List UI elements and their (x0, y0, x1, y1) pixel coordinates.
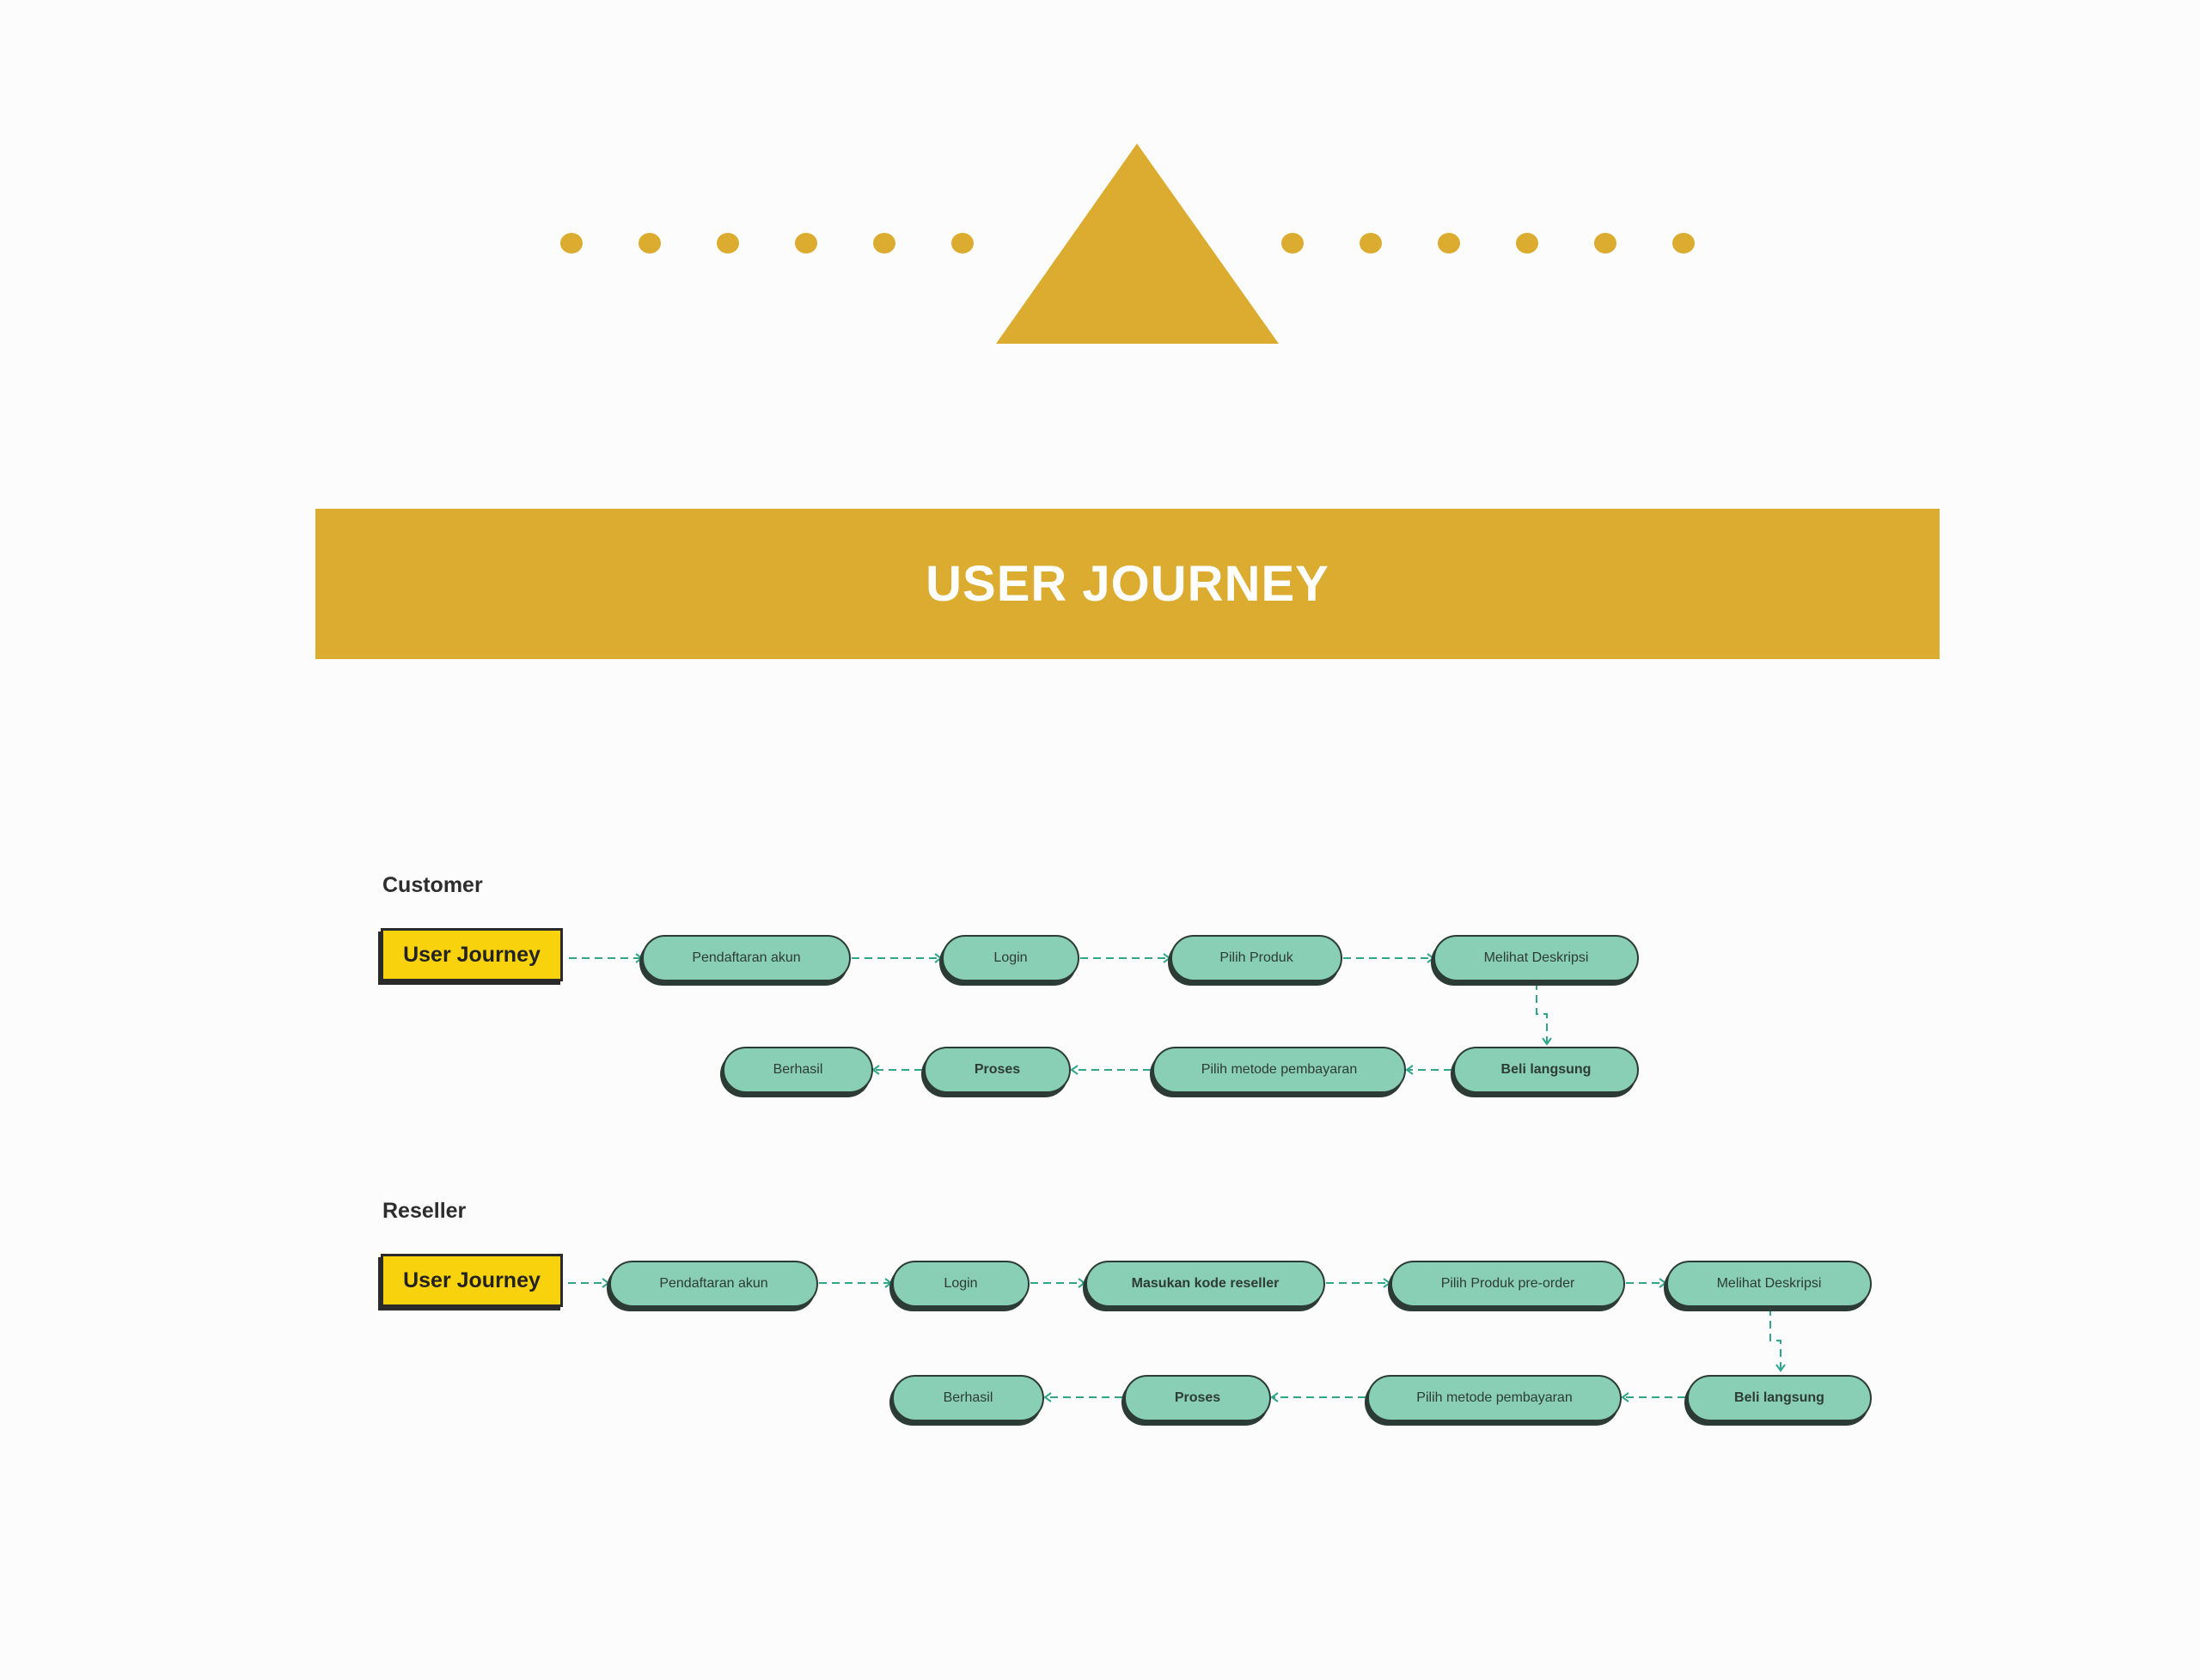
page-title: USER JOURNEY (926, 556, 1329, 612)
customer-step-pilih-metode-pembayaran: Pilih metode pembayaran (1152, 1047, 1406, 1093)
decor-dot (560, 233, 583, 254)
customer-start-box: User Journey (381, 928, 563, 981)
reseller-step-beli-langsung: Beli langsung (1687, 1375, 1872, 1421)
customer-step-melihat-deskripsi: Melihat Deskripsi (1433, 935, 1639, 981)
reseller-step-masukan-kode-reseller: Masukan kode reseller (1085, 1261, 1325, 1307)
reseller-step-pilih-metode-pembayaran: Pilih metode pembayaran (1367, 1375, 1622, 1421)
title-banner: USER JOURNEY (315, 509, 1940, 659)
customer-step-login: Login (942, 935, 1079, 981)
customer-step-berhasil: Berhasil (723, 1047, 873, 1093)
decor-dot (1594, 233, 1616, 254)
decor-triangle (996, 144, 1279, 344)
decor-dot (1516, 233, 1538, 254)
reseller-step-pilih-produk-pre-order: Pilih Produk pre-order (1390, 1261, 1625, 1307)
reseller-step-proses: Proses (1124, 1375, 1271, 1421)
decor-dot (717, 233, 739, 254)
customer-step-pendaftaran-akun: Pendaftaran akun (642, 935, 851, 981)
decor-dot (1360, 233, 1382, 254)
header-decoration (560, 144, 1695, 344)
reseller-step-pendaftaran-akun: Pendaftaran akun (609, 1261, 818, 1307)
decor-dot (1672, 233, 1695, 254)
decor-dot (1438, 233, 1460, 254)
connector-arrow (1536, 982, 1552, 1046)
reseller-start-box: User Journey (381, 1254, 563, 1307)
decor-dot (873, 233, 895, 254)
customer-step-proses: Proses (924, 1047, 1071, 1093)
customer-step-pilih-produk: Pilih Produk (1170, 935, 1342, 981)
decor-dot (795, 233, 817, 254)
reseller-step-melihat-deskripsi: Melihat Deskripsi (1666, 1261, 1872, 1307)
reseller-step-login: Login (892, 1261, 1030, 1307)
section-label-customer: Customer (382, 873, 483, 897)
connector-arrow (1769, 1308, 1786, 1372)
reseller-step-berhasil: Berhasil (892, 1375, 1044, 1421)
decor-dot (951, 233, 974, 254)
section-label-reseller: Reseller (382, 1199, 467, 1223)
decor-dot (639, 233, 661, 254)
decor-dot (1281, 233, 1304, 254)
customer-step-beli-langsung: Beli langsung (1453, 1047, 1639, 1093)
